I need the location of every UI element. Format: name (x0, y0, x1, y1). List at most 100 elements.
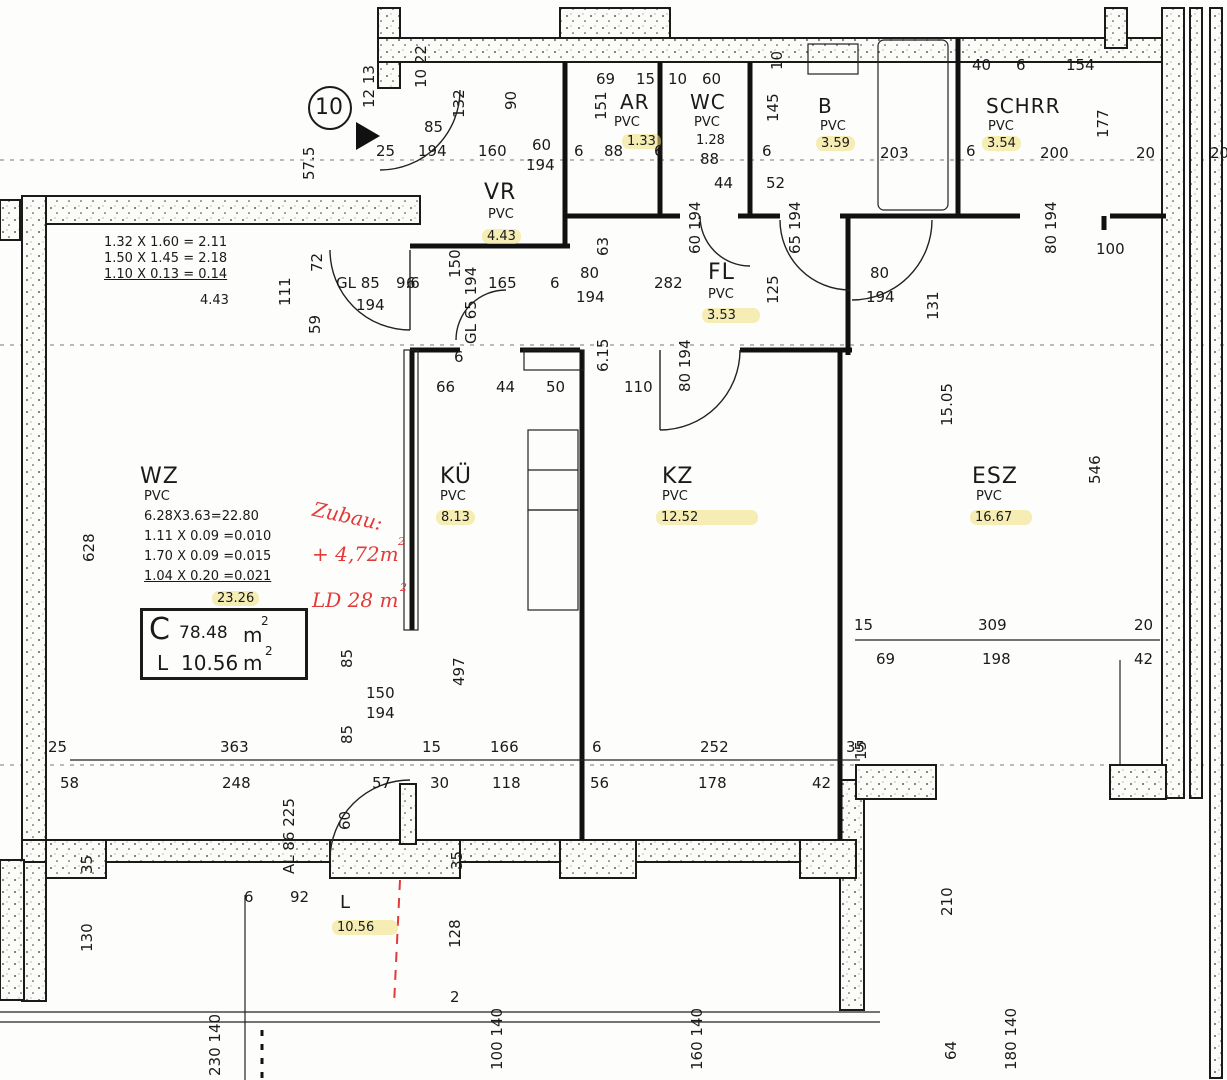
dimension-label-vertical: 131 (924, 291, 942, 320)
dimension-label: 6 (654, 142, 664, 160)
dimension-label-vertical: 546 (1086, 455, 1104, 484)
dimension-label: 154 (1066, 56, 1095, 74)
dimension-label-vertical: 80 194 (676, 339, 694, 393)
dimension-label: 56 (590, 774, 610, 792)
dimension-label: 20 (1134, 616, 1154, 634)
room-ku-floor: PVC (440, 489, 466, 504)
dimension-label-vertical: 111 (276, 277, 294, 306)
room-schrr-area: 3.54 (982, 136, 1021, 151)
dimension-label-vertical: 151 (592, 91, 610, 120)
dimension-label: 9.6 (396, 274, 420, 292)
room-wz-calc-3: 1.70 X 0.09 =0.015 (144, 549, 272, 564)
door-swings (329, 89, 933, 861)
room-esz-area: 16.67 (970, 510, 1033, 525)
dimension-label-vertical: 128 (446, 919, 464, 948)
annotation-ld-exp: 2 (400, 581, 407, 594)
dimension-label: 80 (870, 264, 890, 282)
room-vr-name: VR (484, 180, 517, 205)
dimension-label-vertical: 15 (852, 740, 870, 760)
dimension-label-vertical: 15.05 (938, 383, 956, 426)
dimension-label: 198 (982, 650, 1011, 668)
dimension-label: 44 (496, 378, 516, 396)
dimension-label: 248 (222, 774, 251, 792)
room-esz-name: ESZ (972, 464, 1018, 489)
dimension-label: 282 (654, 274, 683, 292)
dimension-label: 69 (596, 70, 616, 88)
dimension-label-vertical: 130 (78, 923, 96, 952)
dimension-label: 194 (866, 288, 895, 306)
room-wz-calc-2: 1.11 X 0.09 =0.010 (144, 529, 272, 544)
dimension-label-vertical: 80 194 (1042, 201, 1060, 255)
room-wc-name: WC (690, 90, 726, 114)
dimension-label: 6 (574, 142, 584, 160)
dimension-label-vertical: 497 (450, 657, 468, 686)
dimension-label: 57 (372, 774, 392, 792)
dimension-label: 160 (478, 142, 507, 160)
dimension-label: 15 (422, 738, 442, 756)
plan-number: 10 (315, 95, 343, 120)
dimension-label-vertical: 150 (446, 249, 464, 278)
dimension-label-vertical: 125 (764, 275, 782, 304)
room-kz-area: 12.52 (656, 510, 759, 525)
room-wc-area: 1.28 (696, 133, 725, 148)
room-wz-calc-1: 6.28X3.63=22.80 (144, 509, 259, 524)
dimension-label: 166 (490, 738, 519, 756)
dimension-label: 194 (356, 296, 385, 314)
dimension-label: 6 (1016, 56, 1026, 74)
thin-lines (0, 39, 1160, 1080)
room-ar-floor: PVC (614, 115, 640, 130)
dimension-label-vertical: 145 (764, 93, 782, 122)
room-esz-floor: PVC (976, 489, 1002, 504)
dimension-label: 52 (766, 174, 786, 192)
dimension-label-vertical: 230 140 (206, 1013, 224, 1076)
summary-c-unit: m (243, 623, 263, 647)
dimension-label-vertical: AL 86 225 (280, 798, 298, 874)
dimension-label-vertical: 60 194 (686, 201, 704, 255)
dimension-label: 20 (1136, 144, 1156, 162)
summary-l-unit: m (243, 651, 263, 675)
room-loggia-area: 10.56 (332, 920, 399, 935)
room-b-name: B (818, 94, 833, 118)
dimension-label: 2 (450, 988, 460, 1006)
dimension-label-vertical: GL 65 194 (462, 266, 480, 344)
room-ku-name: KÜ (440, 464, 472, 489)
room-wz-calc-4: 1.04 X 0.20 =0.021 (144, 569, 272, 584)
dimension-label: 85 (424, 118, 444, 136)
dimension-label-vertical: 72 (308, 252, 326, 272)
summary-c-value: 78.48 (179, 623, 228, 643)
dimension-label-vertical: 35 (448, 850, 466, 870)
dimension-label: 88 (700, 150, 720, 168)
room-wz-floor: PVC (144, 489, 170, 504)
plan-number-circle: 10 (308, 86, 352, 130)
room-fl-area: 3.53 (702, 308, 760, 323)
dimension-label: 60 (532, 136, 552, 154)
dimension-label: 100 (1096, 240, 1125, 258)
dimension-label: 15 (854, 616, 874, 634)
summary-l-value: 10.56 (181, 651, 239, 675)
red-dashed-line (393, 879, 401, 1006)
dimension-label-vertical: 180 140 (1002, 1007, 1020, 1070)
annotation-plus-area: + 4,72m (312, 542, 399, 566)
dimension-label: 20 (1210, 144, 1227, 162)
wz-upper-calc-3: 1.10 X 0.13 = 0.14 (104, 267, 228, 282)
dimension-label: 150 (366, 684, 395, 702)
wz-upper-area: 4.43 (200, 293, 229, 308)
dimension-label: 42 (1134, 650, 1154, 668)
dimension-label: 80 (580, 264, 600, 282)
dimension-label-vertical: 90 (502, 90, 520, 110)
dimension-label: 194 (526, 156, 555, 174)
dimension-label: 92 (290, 888, 310, 906)
dimension-label-vertical: 132 (450, 89, 468, 118)
dimension-label: GL 85 (336, 274, 380, 292)
dimension-label: 60 (702, 70, 722, 88)
dimension-label: 110 (624, 378, 653, 396)
dimension-label: 118 (492, 774, 521, 792)
dimension-label-vertical: 12 13 (360, 65, 378, 108)
dimension-label-vertical: 210 (938, 887, 956, 916)
dimension-label: 40 (972, 56, 992, 74)
dimension-label-vertical: 60 (336, 810, 354, 830)
room-b-area: 3.59 (816, 136, 855, 151)
room-vr-area: 4.43 (482, 229, 521, 244)
dimension-label: 6 (762, 142, 772, 160)
